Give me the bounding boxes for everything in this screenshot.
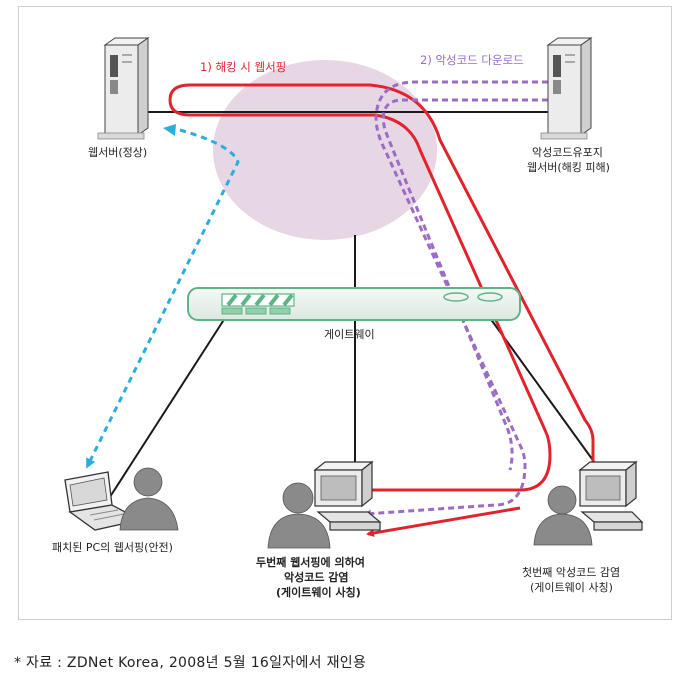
label-second-infect-line3: (게이트웨이 사칭) <box>276 586 361 599</box>
red-flow-path <box>168 83 595 537</box>
source-caption: * 자료 : ZDNet Korea, 2008년 5월 16일자에서 재인용 <box>14 655 367 671</box>
label-malware-server-line2: 웹서버(해킹 피해) <box>527 161 610 174</box>
internet-cloud <box>213 60 437 240</box>
flow-label-hacking-surf: 1) 해킹 시 웹서핑 <box>200 60 287 74</box>
malware-server <box>540 37 593 140</box>
gateway-device <box>187 287 521 321</box>
label-second-infect-line2: 악성코드 감염 <box>284 571 349 584</box>
label-first-infect-line1: 첫번째 악성코드 감염 <box>522 566 621 579</box>
label-malware-server-line1: 악성코드유포지 <box>532 146 603 159</box>
purple-flow-path <box>363 80 548 518</box>
label-gateway: 게이트웨이 <box>324 328 375 341</box>
first-infected-user-icon <box>533 485 593 546</box>
patched-pc-user-icon <box>119 467 179 531</box>
cyan-flow-path <box>86 128 240 469</box>
label-first-infect-line2: (게이트웨이 사칭) <box>530 581 613 594</box>
web-server-normal <box>97 37 150 140</box>
label-web-server-normal: 웹서버(정상) <box>88 146 148 159</box>
second-infected-user-icon <box>267 482 331 549</box>
label-patched-pc: 패치된 PC의 웹서핑(안전) <box>52 541 173 554</box>
flow-label-malware-download: 2) 악성코드 다운로드 <box>420 53 524 67</box>
label-second-infect-line1: 두번째 웹서핑에 의하여 <box>256 556 365 569</box>
first-infected-computer <box>578 460 644 531</box>
cyan-flow-arrowhead-top <box>163 124 176 136</box>
network-links <box>107 111 601 501</box>
second-infected-computer <box>313 460 382 531</box>
